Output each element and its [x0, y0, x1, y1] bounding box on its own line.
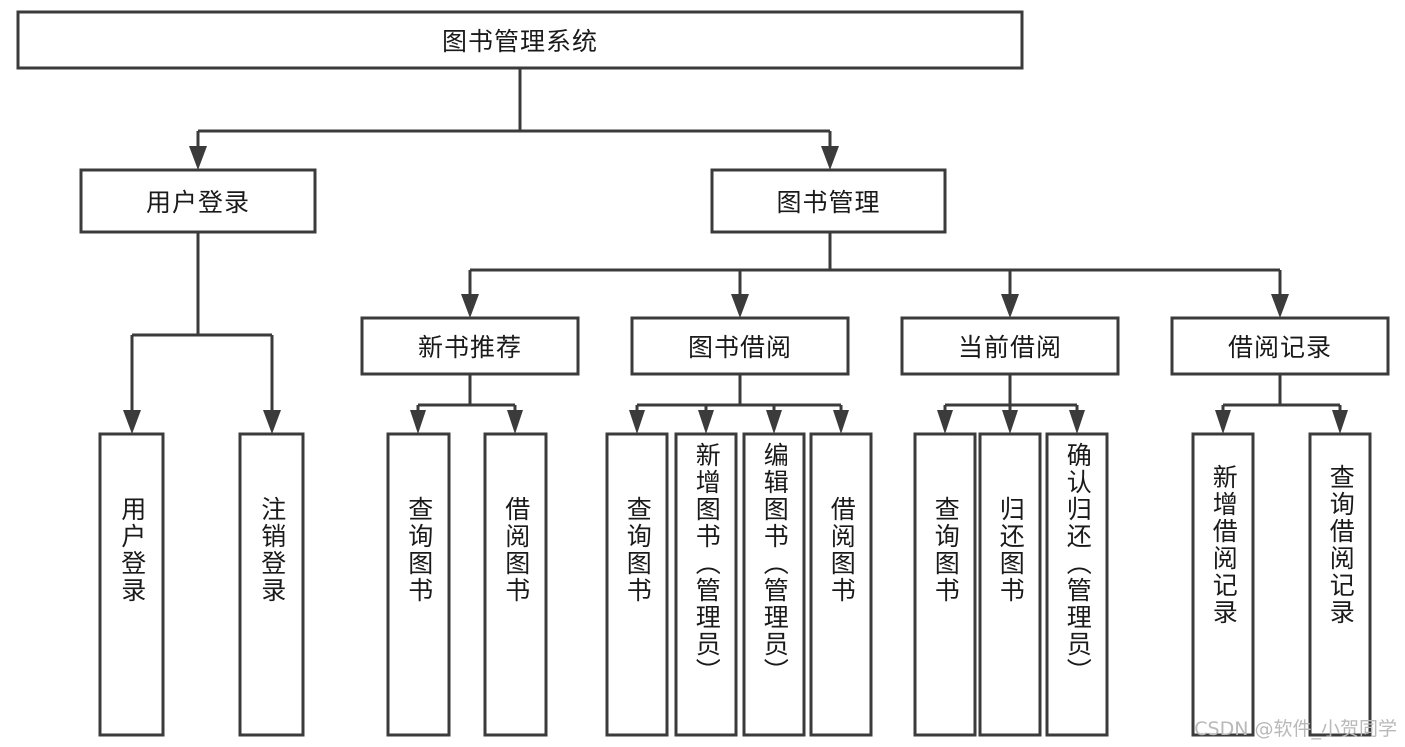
arrow-to-user-login-leaf: [123, 410, 141, 434]
node-box-layer: [16, 10, 1390, 737]
node-box-root[interactable]: [16, 10, 1024, 70]
node-box-leaf-g3-3[interactable]: [742, 432, 806, 737]
node-box-book-manage[interactable]: [710, 168, 947, 234]
node-box-leaf-g2-2[interactable]: [483, 432, 548, 737]
arrow-to-borrow-record: [1271, 294, 1289, 318]
node-box-current-borrow[interactable]: [900, 316, 1120, 376]
node-box-leaf-g4-1[interactable]: [913, 432, 977, 737]
arrow-g5-leaf-1: [1215, 410, 1231, 434]
arrow-g3-leaf-4: [833, 410, 849, 434]
arrow-g5-leaf-2: [1332, 410, 1348, 434]
connector-layer: [123, 68, 1348, 434]
node-box-borrow-record[interactable]: [1170, 316, 1390, 376]
arrow-g3-leaf-2: [698, 410, 714, 434]
node-box-leaf-g4-2[interactable]: [978, 432, 1042, 737]
arrow-to-current-borrow: [1001, 294, 1019, 318]
arrow-to-user-login: [189, 146, 207, 170]
node-box-user-login[interactable]: [79, 168, 317, 234]
node-box-leaf-g2-1[interactable]: [386, 432, 451, 737]
arrow-g4-leaf-3: [1069, 410, 1085, 434]
arrow-to-book-manage: [821, 146, 839, 170]
arrow-g2-leaf-2: [507, 410, 523, 434]
node-box-leaf-g3-4[interactable]: [809, 432, 873, 737]
node-box-leaf-g1-2[interactable]: [238, 432, 305, 737]
arrow-g3-leaf-3: [766, 410, 782, 434]
node-box-leaf-g3-1[interactable]: [605, 432, 669, 737]
arrow-g3-leaf-1: [629, 410, 645, 434]
node-box-leaf-g1-1[interactable]: [98, 432, 165, 737]
node-box-leaf-g4-3[interactable]: [1045, 432, 1109, 737]
arrow-to-logout-leaf: [263, 410, 281, 434]
arrow-g4-leaf-1: [937, 410, 953, 434]
arrow-g4-leaf-2: [1002, 410, 1018, 434]
node-box-leaf-g5-1[interactable]: [1191, 432, 1255, 737]
node-box-book-borrow[interactable]: [630, 316, 850, 376]
arrow-g2-leaf-1: [410, 410, 426, 434]
node-box-leaf-g3-2[interactable]: [674, 432, 738, 737]
node-box-new-book-recommend[interactable]: [360, 316, 580, 376]
arrow-to-book-borrow: [731, 294, 749, 318]
node-box-leaf-g5-2[interactable]: [1308, 432, 1372, 737]
arrow-to-new-book-rec: [461, 294, 479, 318]
